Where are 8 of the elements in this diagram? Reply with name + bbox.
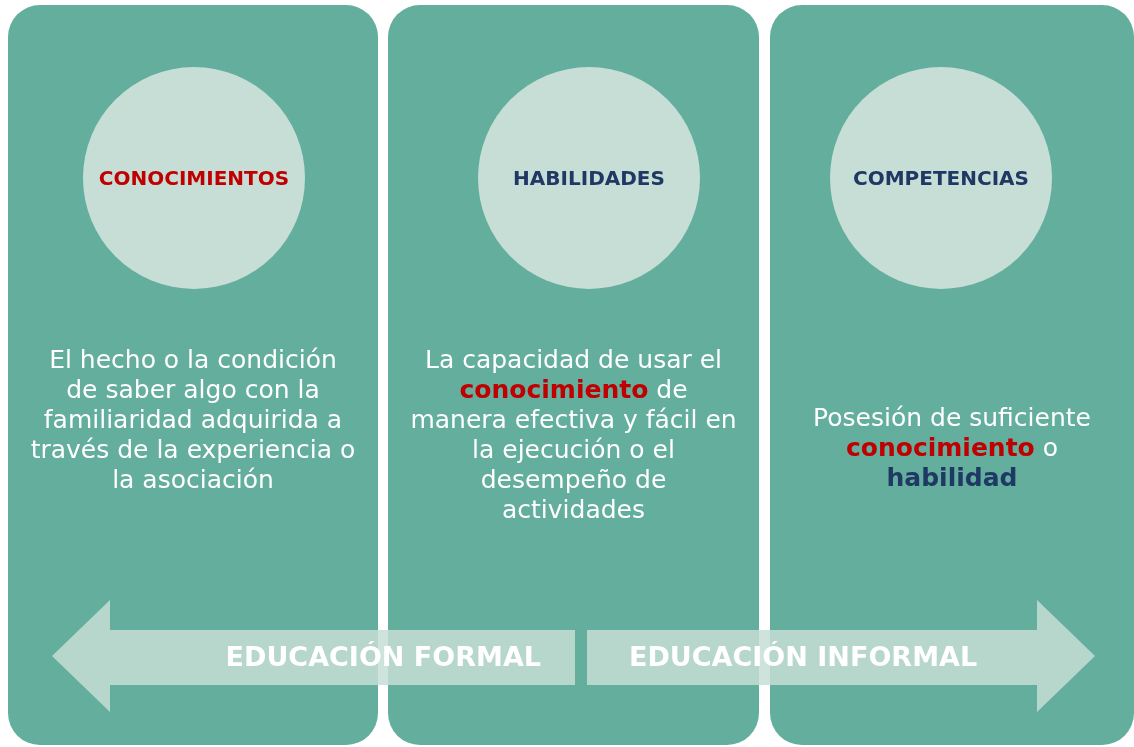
circle-heading: HABILIDADES — [513, 166, 665, 190]
description-text: El hecho o la condición de saber algo con la familiaridad adquirida a través de la experiencia o la asociación — [30, 345, 356, 495]
arrow-label: EDUCACIÓN FORMAL — [225, 641, 541, 672]
circle-heading: COMPETENCIAS — [853, 166, 1029, 190]
description-text: La capacidad de usar el conocimiento de manera efectiva y fácil en la ejecución o el desempeño de actividades — [410, 345, 737, 525]
description-text: Posesión de suficiente conocimiento o habilidad — [812, 403, 1092, 493]
circle-heading: CONOCIMIENTOS — [98, 166, 290, 190]
arrow-label: EDUCACIÓN INFORMAL — [629, 641, 978, 672]
